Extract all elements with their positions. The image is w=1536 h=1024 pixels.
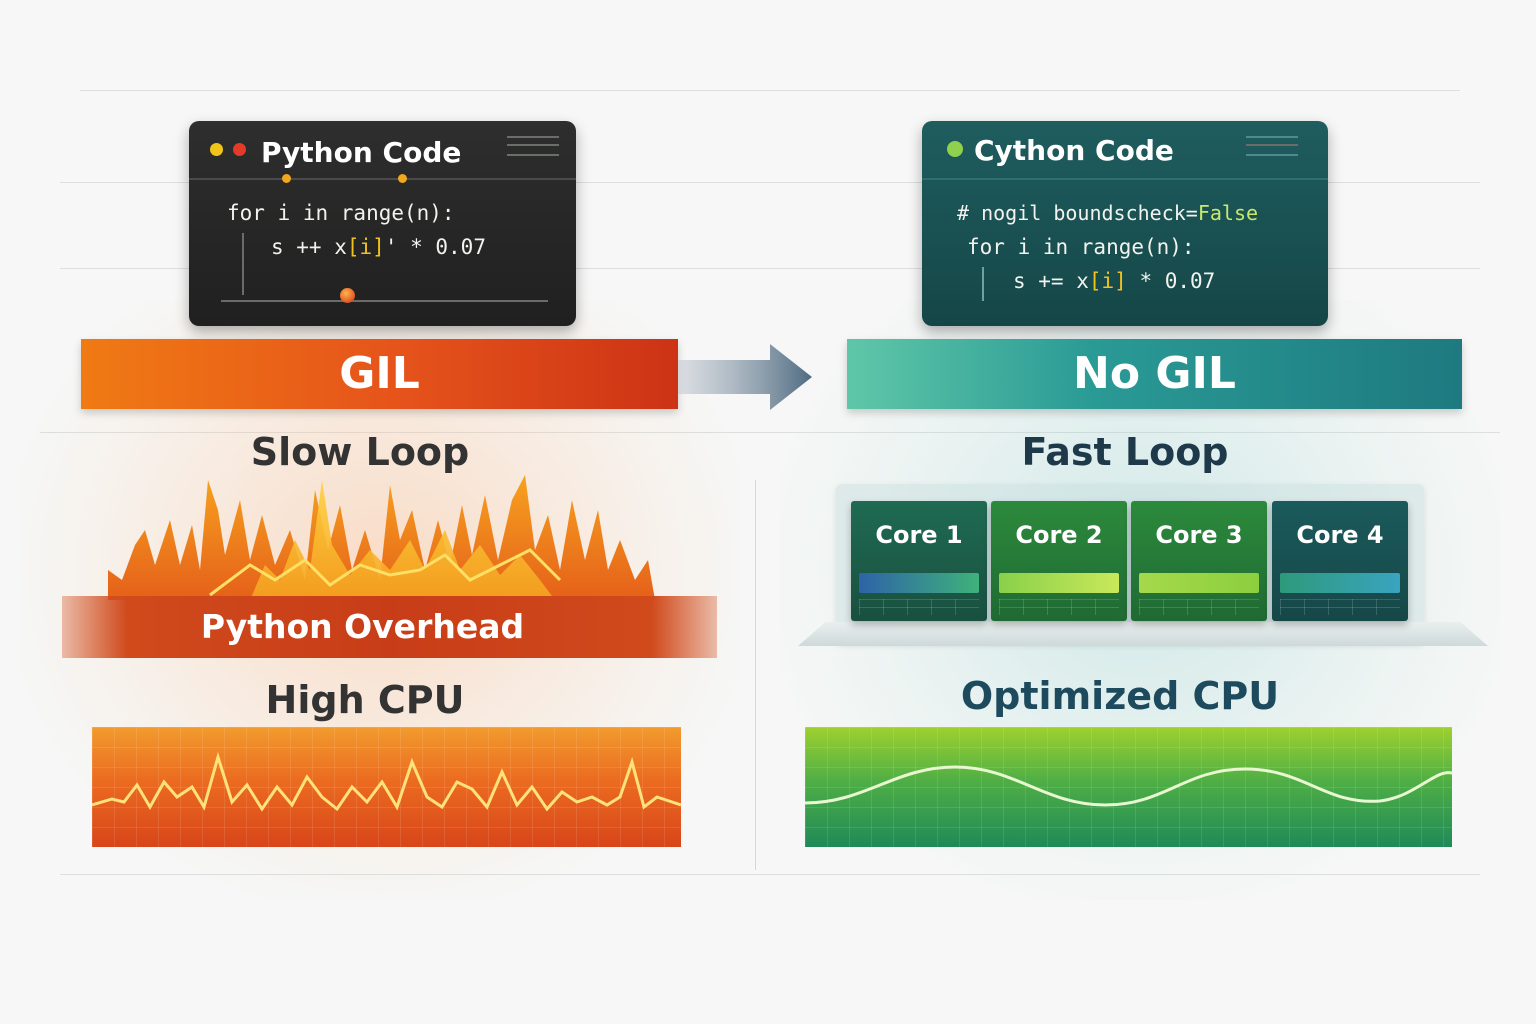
orange-dot-icon <box>282 174 291 183</box>
progress-marker-icon <box>340 288 355 303</box>
high-cpu-heading: High CPU <box>265 678 465 722</box>
core-load-meter <box>859 573 979 593</box>
divider-line <box>80 90 1460 91</box>
menu-lines-icon <box>507 136 559 156</box>
core-label: Core 4 <box>1296 521 1384 549</box>
core-card: Core 4 <box>1272 501 1408 621</box>
cores-platform <box>798 622 1488 646</box>
core-load-meter <box>999 573 1119 593</box>
core-label: Core 1 <box>875 521 963 549</box>
slow-loop-heading: Slow Loop <box>250 430 470 474</box>
core-label: Core 2 <box>1015 521 1103 549</box>
code-token: x <box>334 235 347 259</box>
code-line-3: s += x[i] * 0.07 <box>1013 269 1215 293</box>
green-dot-icon <box>947 141 963 157</box>
code-line-1: # nogil boundscheck=False <box>957 201 1258 225</box>
cpu-line-jagged <box>92 751 681 812</box>
core-grid <box>999 599 1119 615</box>
divider-line <box>60 268 1480 269</box>
code-line-1: for i in range(n): <box>227 201 455 225</box>
graph-grid <box>805 727 1452 847</box>
code-token: ' * 0.07 <box>384 235 486 259</box>
flame-spikes-graphic <box>108 475 655 600</box>
core-card: Core 2 <box>991 501 1127 621</box>
code-baseline <box>221 300 548 302</box>
indent-guide <box>242 233 244 295</box>
code-token: s ++ <box>271 235 335 259</box>
code-token-highlight: [i] <box>1088 269 1127 293</box>
divider-line <box>60 874 1480 875</box>
yellow-dot-icon <box>210 143 223 156</box>
core-load-meter <box>1139 573 1259 593</box>
red-dot-icon <box>233 143 246 156</box>
center-divider <box>755 480 756 870</box>
cpu-line-smooth <box>805 765 1452 807</box>
menu-lines-icon <box>1246 136 1298 156</box>
arrow-right-icon <box>678 344 812 410</box>
divider-line <box>40 432 1500 433</box>
core-grid <box>859 599 979 615</box>
core-card: Core 3 <box>1131 501 1267 621</box>
title-separator <box>189 178 576 180</box>
code-line-2: for i in range(n): <box>967 235 1195 259</box>
title-separator <box>922 178 1328 180</box>
core-grid <box>1139 599 1259 615</box>
code-line-2: s ++ x[i]' * 0.07 <box>271 235 486 259</box>
indent-guide <box>982 267 984 301</box>
code-token: * 0.07 <box>1126 269 1216 293</box>
cython-code-window: # nogil boundscheck=False for i in range… <box>922 121 1328 326</box>
optimized-cpu-graph <box>805 727 1452 847</box>
core-label: Core 3 <box>1155 521 1243 549</box>
cython-code-title: Cython Code <box>974 134 1174 167</box>
core-grid <box>1280 599 1400 615</box>
code-token: s += x <box>1013 269 1089 293</box>
python-code-window: for i in range(n): s ++ x[i]' * 0.07 <box>189 121 576 326</box>
no-gil-bar: No GIL <box>847 339 1462 409</box>
code-token-highlight: False <box>1197 201 1259 225</box>
python-overhead-bar <box>62 596 717 658</box>
high-cpu-graph <box>92 727 681 847</box>
fast-loop-heading: Fast Loop <box>1021 430 1229 474</box>
core-card: Core 1 <box>851 501 987 621</box>
gil-bar: GIL <box>81 339 678 409</box>
code-token-highlight: [i] <box>346 235 385 259</box>
core-load-meter <box>1280 573 1400 593</box>
divider-line <box>60 182 1480 183</box>
code-token: # nogil boundscheck= <box>957 201 1198 225</box>
orange-dot-icon <box>398 174 407 183</box>
python-overhead-label: Python Overhead <box>200 607 525 646</box>
python-code-title: Python Code <box>261 136 462 169</box>
optimized-cpu-heading: Optimized CPU <box>960 674 1280 718</box>
